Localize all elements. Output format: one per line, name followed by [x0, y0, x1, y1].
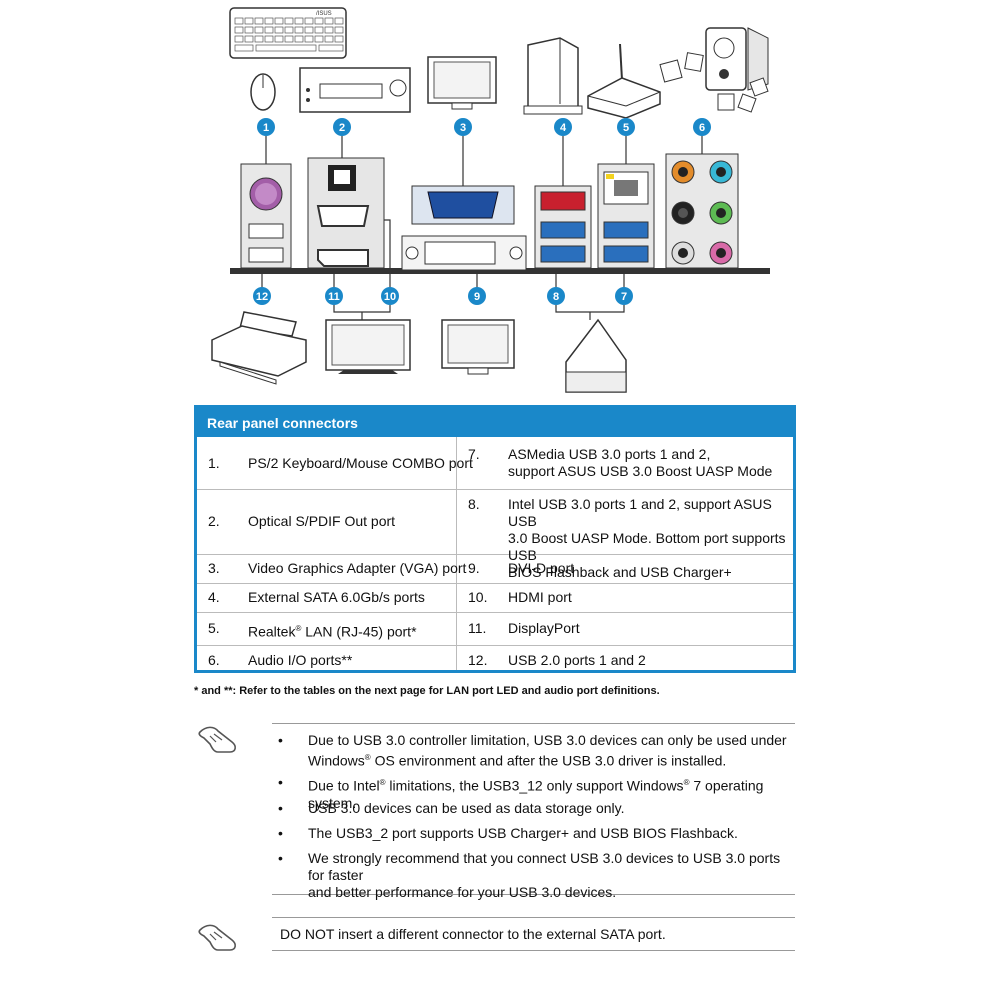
- video-block: [307, 157, 385, 269]
- row-text-5: Realtek® LAN (RJ-45) port*: [248, 623, 417, 640]
- row-text-11: DisplayPort: [508, 620, 580, 636]
- row-text-9: DVI-D port: [508, 560, 575, 576]
- svg-text:3: 3: [460, 122, 466, 134]
- usb-device-icon: [565, 318, 627, 393]
- row-num-7: 7.: [468, 446, 480, 462]
- row-num-3: 3.: [208, 560, 220, 576]
- usb2-port-2: [248, 247, 284, 263]
- monitor-icon: [427, 56, 497, 110]
- printer-icon: [211, 311, 307, 385]
- row-num-10: 10.: [468, 589, 488, 605]
- ps2-usb2-block: [240, 163, 292, 269]
- row-num-5: 5.: [208, 620, 220, 636]
- callout-5: 5: [617, 118, 635, 136]
- callout-1: 1: [257, 118, 275, 136]
- tv-monitor-icon: [325, 319, 411, 374]
- svg-text:2: 2: [339, 122, 345, 134]
- row-text-10: HDMI port: [508, 589, 572, 605]
- usb3-port-intel-2: [540, 245, 586, 263]
- speakers-icon: [659, 27, 769, 113]
- svg-text:10: 10: [384, 291, 396, 303]
- vga-port: [427, 191, 499, 219]
- table-header: Rear panel connectors: [197, 408, 793, 437]
- table-title: Rear panel connectors: [207, 415, 358, 431]
- callout-3: 3: [454, 118, 472, 136]
- note-box-esata: DO NOT insert a different connector to t…: [272, 917, 795, 951]
- hand-note-icon: [198, 726, 236, 753]
- row-num-2: 2.: [208, 513, 220, 529]
- dvi-port: [424, 241, 496, 265]
- vga-dvi-block: [401, 185, 527, 271]
- row-text-7: ASMedia USB 3.0 ports 1 and 2,support AS…: [508, 446, 773, 479]
- svg-text:12: 12: [256, 291, 268, 303]
- mouse-icon: [250, 73, 276, 111]
- note-box-usb: • Due to USB 3.0 controller limitation, …: [272, 723, 795, 900]
- hdmi-port: [316, 205, 370, 227]
- audio-block: [665, 153, 739, 269]
- svg-text:11: 11: [328, 291, 340, 303]
- row-text-12: USB 2.0 ports 1 and 2: [508, 652, 646, 668]
- row-num-12: 12.: [468, 652, 488, 668]
- svg-text:5: 5: [623, 122, 629, 134]
- row-num-4: 4.: [208, 589, 220, 605]
- panel-base: [230, 268, 770, 274]
- usb3-port-asmedia-1: [603, 221, 649, 239]
- esata-port: [540, 191, 586, 211]
- row-text-4: External SATA 6.0Gb/s ports: [248, 589, 425, 605]
- row-num-9: 9.: [468, 560, 480, 576]
- keyboard-icon: /ISUS: [229, 7, 347, 59]
- callout-12: 12: [253, 287, 271, 305]
- svg-text:8: 8: [553, 291, 559, 303]
- svg-text:/ISUS: /ISUS: [316, 11, 332, 17]
- monitor-bottom-icon: [441, 319, 515, 375]
- callout-8: 8: [547, 287, 565, 305]
- callout-11: 11: [325, 287, 343, 305]
- row-text-2: Optical S/PDIF Out port: [248, 513, 396, 529]
- svg-text:7: 7: [621, 291, 627, 303]
- row-text-1: PS/2 Keyboard/Mouse COMBO port: [248, 455, 473, 471]
- lan-usb3-block: [597, 163, 655, 269]
- rear-panel-table: Rear panel connectors 1. PS/2 Keyboard/M…: [194, 405, 796, 673]
- callout-9: 9: [468, 287, 486, 305]
- row-num-8: 8.: [468, 496, 480, 512]
- callout-7: 7: [615, 287, 633, 305]
- svg-text:1: 1: [263, 122, 269, 134]
- hand-warning-icon: [198, 924, 236, 951]
- router-icon: [587, 43, 661, 119]
- row-num-1: 1.: [208, 455, 220, 471]
- row-num-11: 11.: [468, 620, 487, 636]
- svg-text:6: 6: [699, 122, 705, 134]
- svg-text:4: 4: [560, 122, 567, 134]
- usb3-port-asmedia-2: [603, 245, 649, 263]
- row-text-8: Intel USB 3.0 ports 1 and 2, support ASU…: [508, 496, 786, 580]
- callout-4: 4: [554, 118, 572, 136]
- external-drive-icon: [523, 37, 583, 115]
- displayport-port: [317, 249, 369, 267]
- rear-panel-figure: /ISUS: [211, 7, 770, 393]
- row-num-6: 6.: [208, 652, 220, 668]
- usb2-port-1: [248, 223, 284, 239]
- row-text-3: Video Graphics Adapter (VGA) port: [248, 560, 467, 576]
- callout-10: 10: [381, 287, 399, 305]
- svg-text:9: 9: [474, 291, 480, 303]
- audio-receiver-icon: [299, 67, 411, 113]
- callout-2: 2: [333, 118, 351, 136]
- usb3-port-intel-1: [540, 221, 586, 239]
- callout-6: 6: [693, 118, 711, 136]
- footnote: * and **: Refer to the tables on the nex…: [194, 685, 660, 697]
- esata-usb3-block: [534, 185, 592, 269]
- row-text-6: Audio I/O ports**: [248, 652, 353, 668]
